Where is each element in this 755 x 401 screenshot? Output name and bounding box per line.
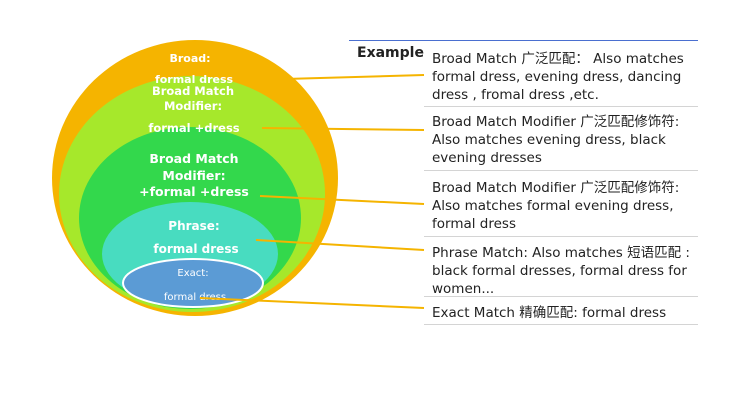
phrase-label-title: Phrase:: [168, 219, 219, 233]
example-heading: Example: [357, 45, 424, 61]
desc-bmm2-line2: Also matches formal evening dress,: [432, 198, 674, 214]
desc-bmm-line2: Also matches evening dress, black: [432, 132, 666, 148]
desc-phrase-line1: Phrase Match: Also matches 短语匹配 :: [432, 245, 690, 261]
desc-bmm: Broad Match Modifier 广泛匹配修饰符: Also match…: [432, 113, 700, 167]
bmm-label-line1: Broad Match: [152, 84, 234, 98]
exact-label-title: Exact:: [177, 268, 208, 279]
desc-broad-line2: formal dress, evening dress, dancing: [432, 69, 682, 85]
connector-exact: [199, 297, 425, 309]
desc-exact: Exact Match 精确匹配: formal dress: [432, 304, 700, 322]
separator: [424, 236, 698, 237]
desc-phrase: Phrase Match: Also matches 短语匹配 : black …: [432, 244, 700, 298]
connector-bmm2: [259, 195, 425, 205]
separator: [424, 170, 698, 171]
example-top-rule: [349, 40, 698, 41]
desc-phrase-line2: black formal dresses, formal dress for: [432, 263, 687, 279]
separator: [424, 106, 698, 107]
separator: [424, 324, 698, 325]
desc-exact-line1: Exact Match 精确匹配: formal dress: [432, 305, 667, 321]
desc-bmm2-line3: formal dress: [432, 216, 516, 232]
separator: [424, 296, 698, 297]
desc-bmm2-line1: Broad Match Modifier 广泛匹配修饰符:: [432, 180, 680, 196]
bmm-label-line2: Modifier:: [164, 99, 222, 113]
bmm-label-keyword: formal +dress: [148, 121, 239, 135]
desc-bmm2: Broad Match Modifier 广泛匹配修饰符: Also match…: [432, 179, 700, 233]
connector-phrase: [255, 239, 425, 251]
desc-bmm-line3: evening dresses: [432, 150, 542, 166]
bmm2-label-line1: Broad Match: [149, 151, 238, 166]
desc-broad-line1: Broad Match 广泛匹配： Also matches: [432, 51, 684, 67]
ring-exact: [122, 258, 264, 308]
bmm2-label-keyword: +formal +dress: [139, 184, 249, 199]
desc-phrase-line3: women...: [432, 281, 495, 297]
desc-broad: Broad Match 广泛匹配： Also matches formal dr…: [432, 50, 700, 104]
desc-bmm-line1: Broad Match Modifier 广泛匹配修饰符:: [432, 114, 680, 130]
connector-bmm: [261, 127, 425, 131]
exact-label-keyword: formal dress: [164, 292, 226, 303]
bmm2-label-line2: Modifier:: [162, 168, 225, 183]
desc-broad-line3: dress , fromal dress ,etc.: [432, 87, 599, 103]
connector-broad: [247, 74, 425, 81]
broad-label-title: Broad:: [169, 52, 210, 65]
phrase-label-keyword: formal dress: [153, 242, 238, 256]
broad-label-keyword: formal dress: [155, 73, 234, 86]
